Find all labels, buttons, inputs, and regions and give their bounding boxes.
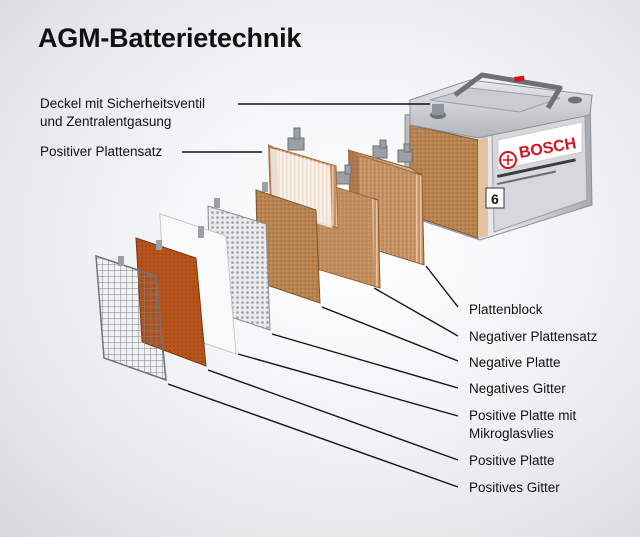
leader-negative-platte xyxy=(321,306,459,362)
label-negative-platte: Negative Platte xyxy=(469,355,561,370)
label-positiver-plattensatz: Positiver Plattensatz xyxy=(40,144,163,159)
battery-handle xyxy=(453,72,563,110)
leader-negatives-gitter xyxy=(271,333,459,389)
leader-positive-platte-mit xyxy=(237,353,459,417)
page-title: AGM-Batterietechnik xyxy=(38,23,302,53)
svg-text:6: 6 xyxy=(491,191,499,207)
label-positive-platte: Positive Platte xyxy=(469,453,555,468)
positive-plate-lug xyxy=(156,240,162,250)
label-negativer-plattensatz: Negativer Plattensatz xyxy=(469,329,598,344)
negative-grid-lug xyxy=(214,198,220,208)
label-positives-gitter: Positives Gitter xyxy=(469,480,560,495)
label-plattenblock: Plattenblock xyxy=(469,302,543,317)
negative-plate-lug xyxy=(262,182,268,192)
leader-positive-platte xyxy=(207,369,459,461)
capacity-badge: 6 xyxy=(485,187,505,209)
label-negatives-gitter: Negatives Gitter xyxy=(469,381,566,396)
leader-negativer-plattensatz xyxy=(373,287,459,337)
battery-case: BOSCH 6 xyxy=(404,72,593,241)
bosch-logo-mark xyxy=(499,151,517,169)
leader-plattenblock xyxy=(425,265,459,308)
positive-grid xyxy=(95,254,167,382)
leader-positives-gitter xyxy=(167,383,459,488)
glass-mat-plate-lug xyxy=(198,226,204,238)
leader-lines xyxy=(167,103,459,488)
label-deckel: Deckel mit Sicherheitsventil und Zentral… xyxy=(40,96,206,129)
label-positive-platte-mit: Positive Platte mit Mikroglasvlies xyxy=(469,408,577,441)
